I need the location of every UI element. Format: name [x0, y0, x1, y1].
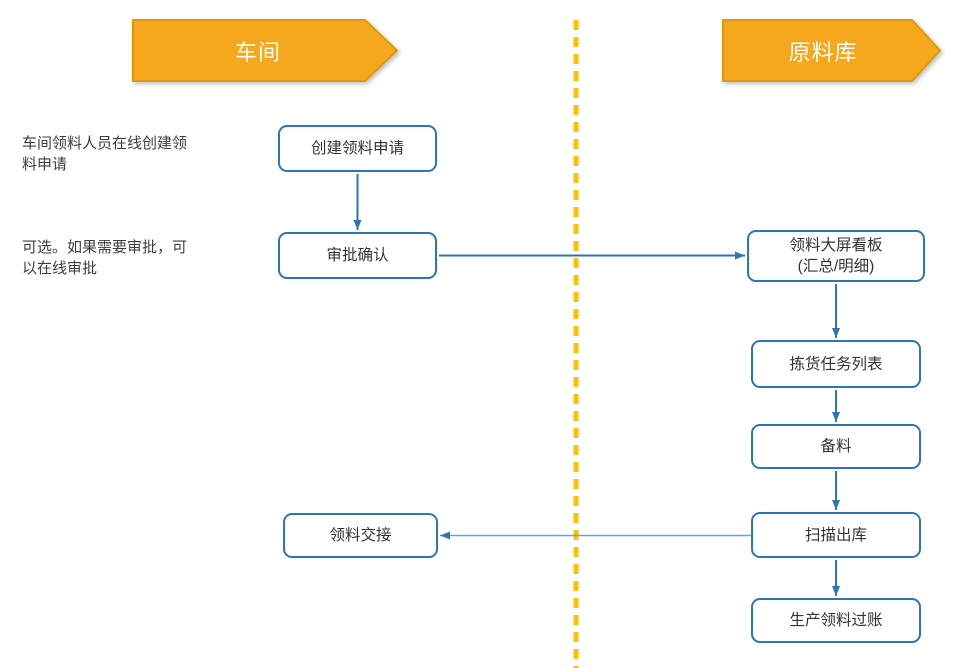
node-dashboard-line2: (汇总/明细): [797, 258, 875, 275]
warehouse-banner-shape: [722, 19, 942, 82]
node-dashboard-line1: 领料大屏看板: [789, 237, 883, 254]
annotation-line: 料申请: [22, 156, 68, 173]
annotation-create-request: 车间领料人员在线创建领 料申请: [22, 133, 252, 175]
annotation-approval-optional: 可选。如果需要审批，可 以在线审批: [22, 237, 252, 279]
node-scan-outbound: 扫描出库: [751, 512, 921, 558]
node-production-posting: 生产领料过账: [751, 598, 921, 643]
lane-header-warehouse: 原料库: [788, 39, 858, 65]
lane-header-workshop: 车间: [234, 39, 281, 65]
node-approve-confirm: 审批确认: [278, 232, 437, 279]
node-material-handover: 领料交接: [283, 513, 438, 558]
node-prepare-material: 备料: [751, 424, 921, 469]
node-picking-task-list: 拣货任务列表: [751, 340, 921, 388]
workshop-banner-shape: [132, 19, 399, 82]
node-create-request: 创建领料申请: [278, 125, 437, 172]
annotation-line: 车间领料人员在线创建领: [22, 135, 188, 152]
node-dashboard: 领料大屏看板 (汇总/明细): [747, 230, 925, 282]
annotation-line: 可选。如果需要审批，可: [22, 239, 188, 256]
annotation-line: 以在线审批: [22, 260, 98, 277]
